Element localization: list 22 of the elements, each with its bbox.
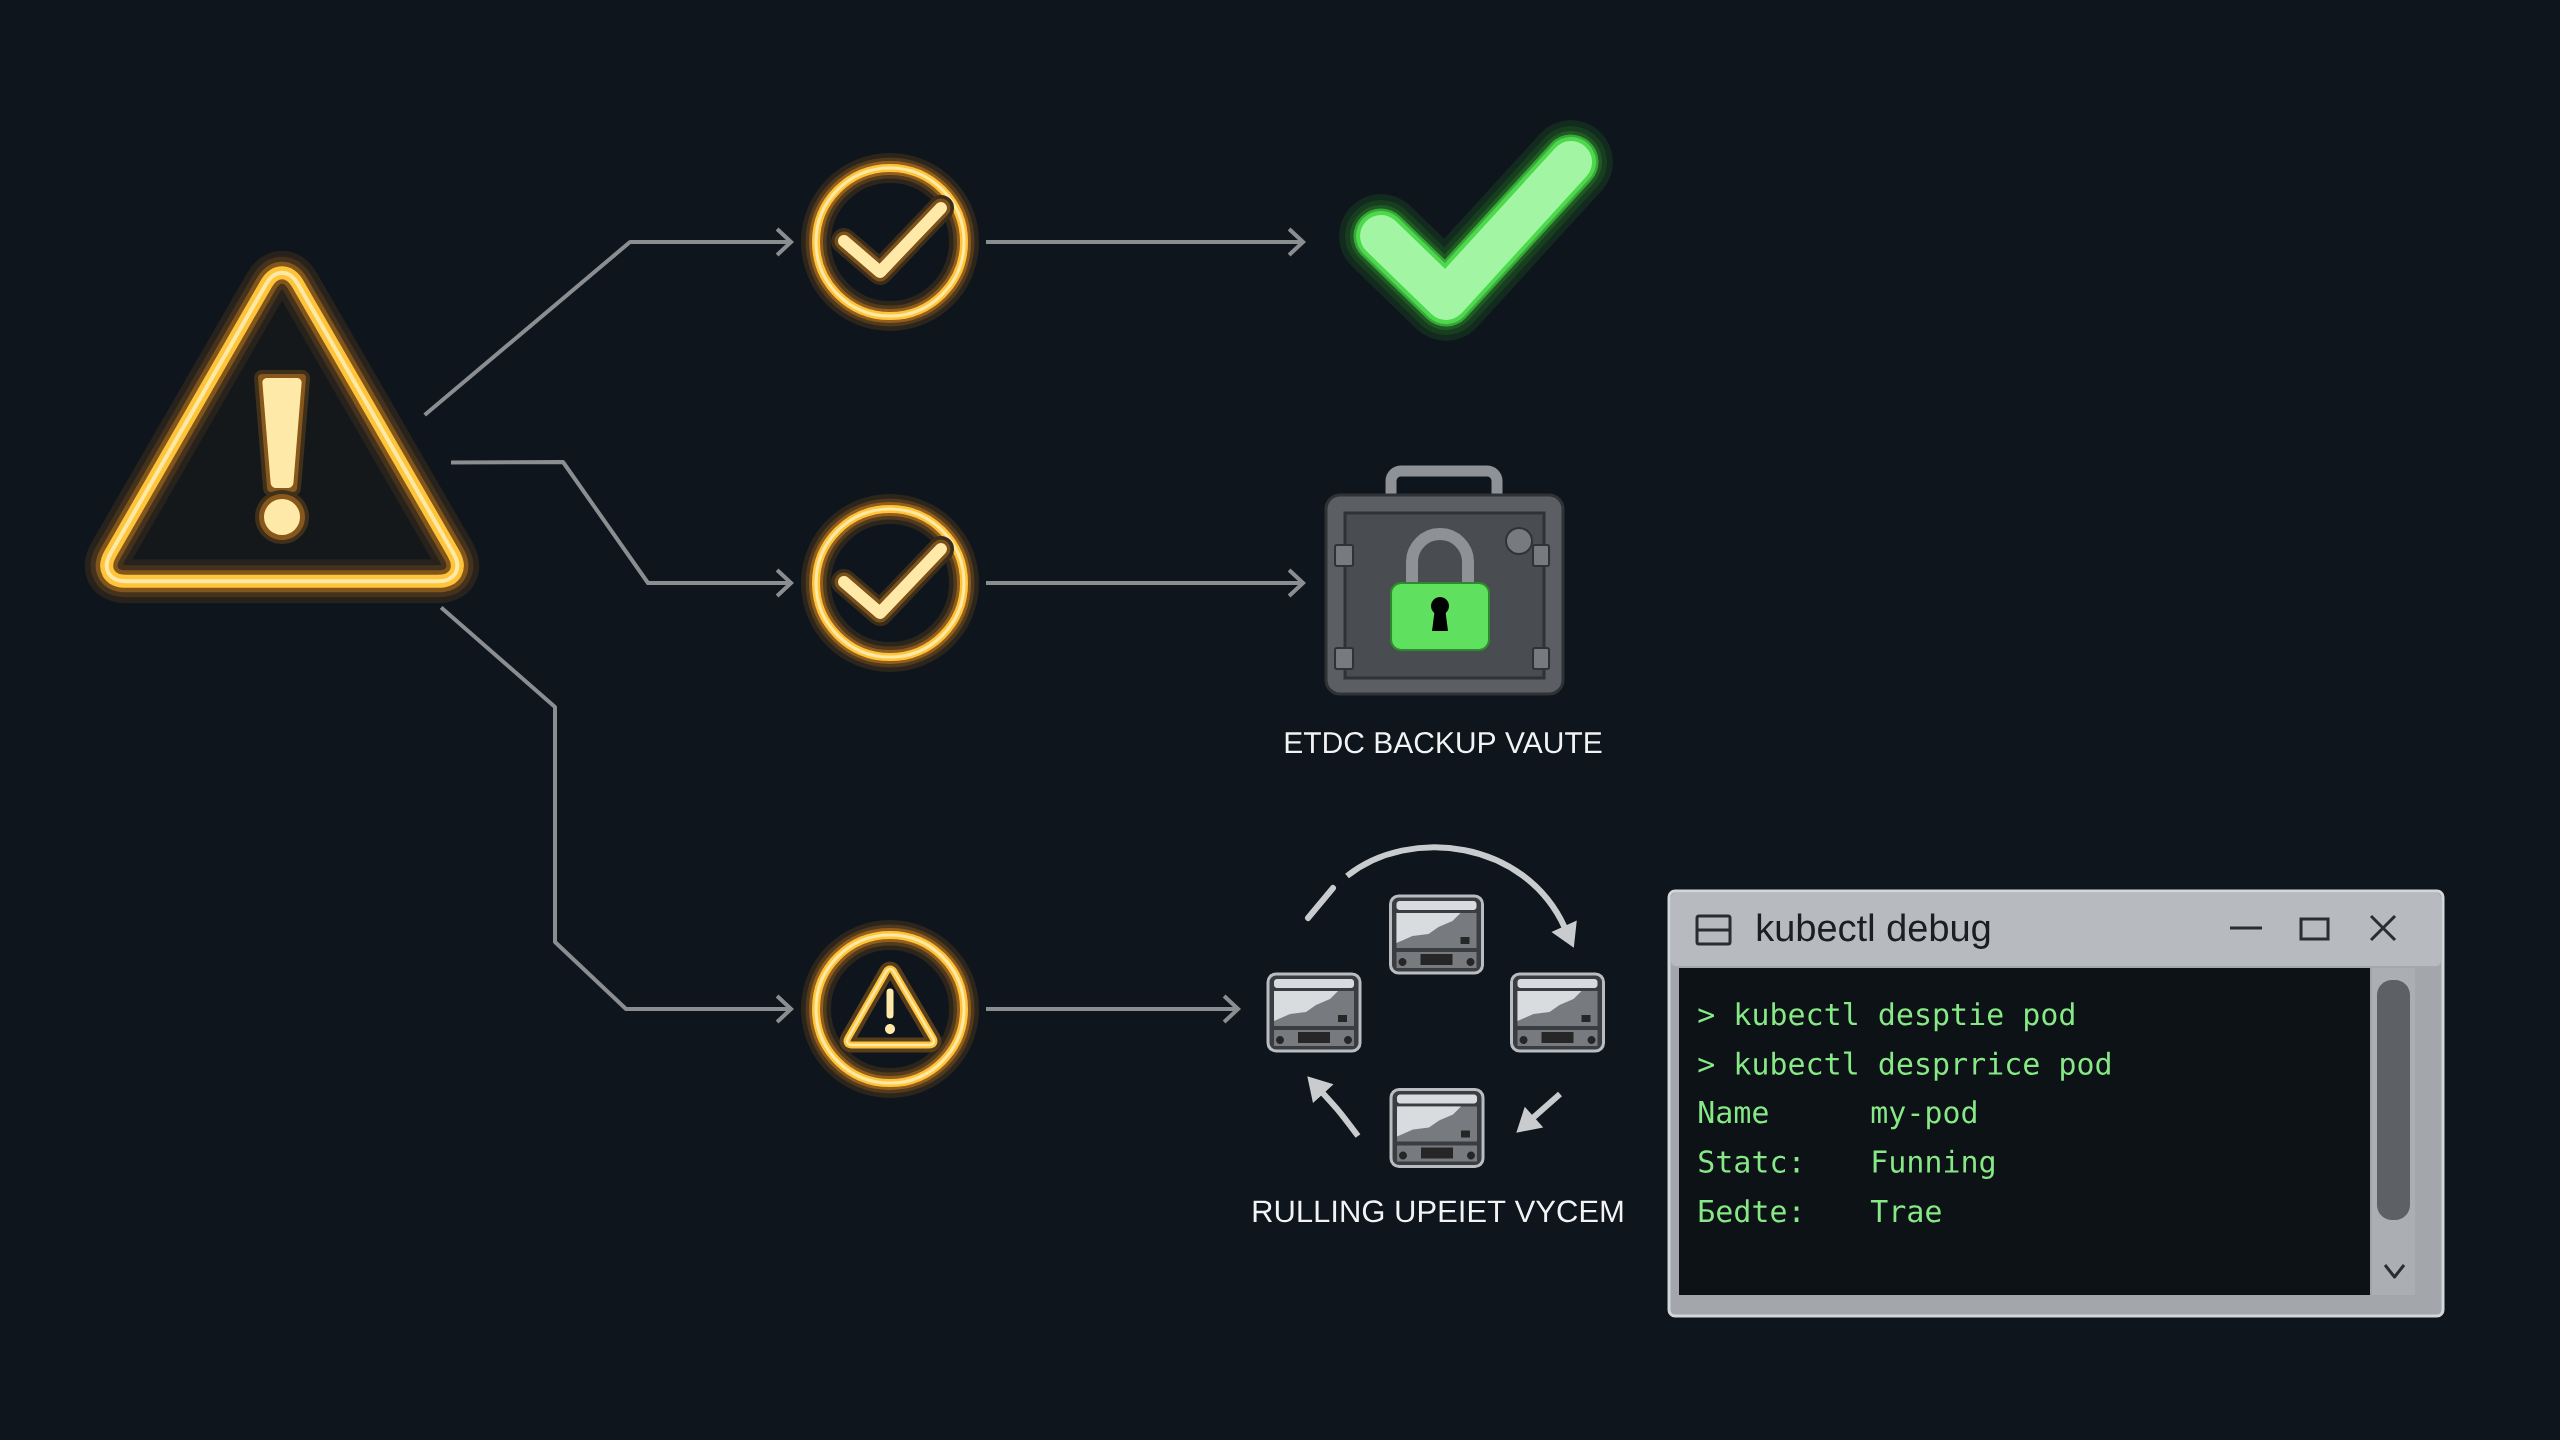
check-circle-icon (801, 153, 979, 331)
output-label: Statc: (1699, 1150, 1799, 1173)
output-value: my-pod (1871, 1100, 1976, 1130)
connector-arrow (986, 227, 1306, 257)
connector-arrow (986, 994, 1241, 1024)
icon-caption: RULLING UPEIET VYCEM (1253, 1200, 1623, 1223)
warning-icon (84, 250, 480, 604)
connector-arrow (986, 568, 1306, 598)
icon-caption: ETDC BACKUP VAUTE (1285, 732, 1602, 754)
output-value: Funning (1873, 1149, 1994, 1179)
warning-circle-icon (801, 920, 979, 1098)
window-title: kubectl debug (1757, 913, 1990, 949)
command-line: > kubectl desprrice pod (1698, 1051, 2110, 1081)
connector-arrow (451, 460, 795, 598)
check-mark-icon (1339, 120, 1613, 341)
check-circle-icon (801, 494, 979, 672)
output-label: Name (1699, 1101, 1768, 1124)
connector-arrow (439, 606, 795, 1024)
connector-arrow (423, 227, 795, 417)
output-label: Бedte: (1699, 1199, 1799, 1223)
output-value: Trae (1870, 1200, 1941, 1223)
command-line: > kubectl desptie pod (1698, 1002, 2074, 1032)
